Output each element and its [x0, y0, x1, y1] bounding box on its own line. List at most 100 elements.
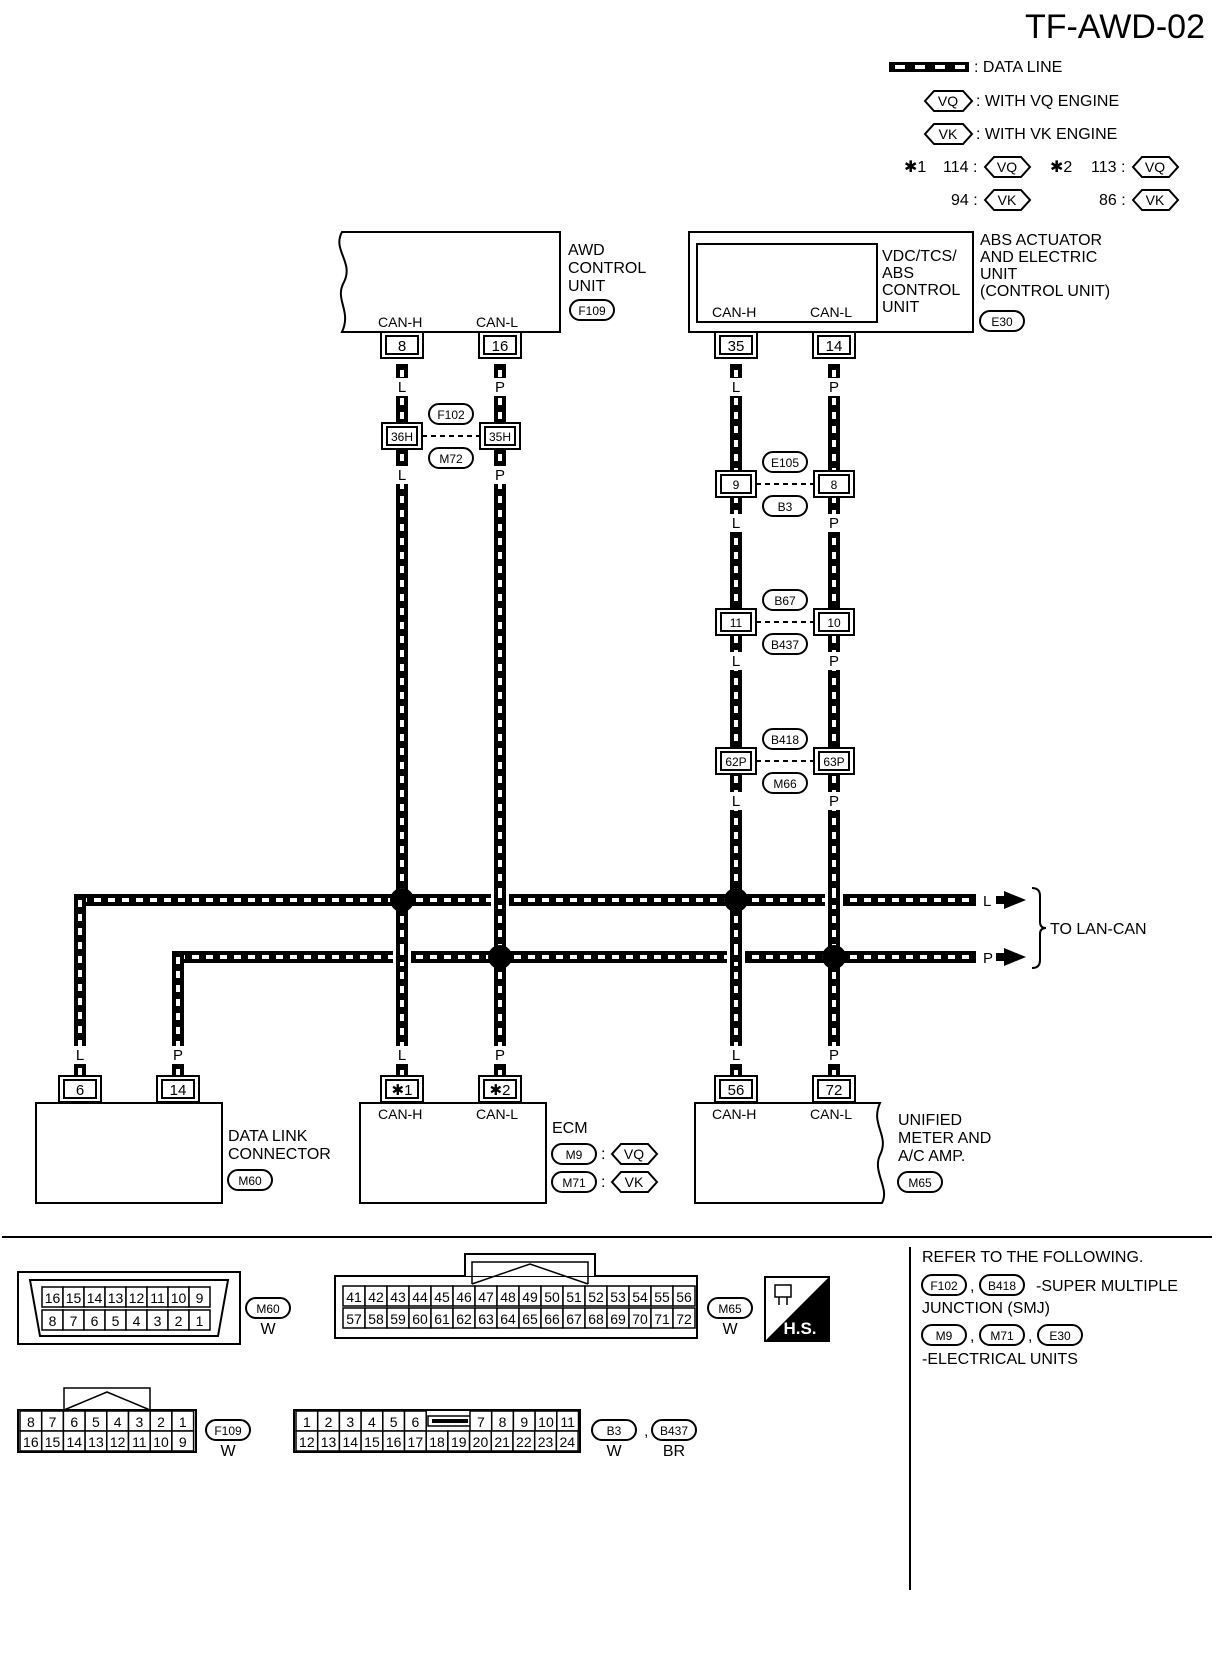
dlc-name-1: DATA LINK	[228, 1128, 308, 1145]
star2-vq-pin: 113 :	[1091, 159, 1125, 176]
wire-color-letter: L	[398, 467, 406, 484]
svg-text:10: 10	[538, 1414, 554, 1430]
svg-text:55: 55	[654, 1289, 670, 1305]
svg-text:14: 14	[342, 1434, 358, 1450]
svg-text:57: 57	[346, 1311, 362, 1327]
svg-text:66: 66	[544, 1311, 560, 1327]
svg-text:F109: F109	[214, 1424, 242, 1438]
svg-text:1: 1	[196, 1313, 204, 1329]
meter-connector-id: M65	[908, 1176, 932, 1190]
abs-pin-can-h: 35	[714, 331, 758, 359]
svg-text:6: 6	[70, 1414, 78, 1430]
awd-pin-can-l: 16	[478, 331, 522, 359]
meter-can-h-label: CAN-H	[712, 1106, 756, 1122]
svg-text:16: 16	[386, 1434, 402, 1450]
data-line-sample	[889, 62, 969, 72]
wire-color-letter: L	[732, 515, 740, 532]
refer-smj-2: JUNCTION (SMJ)	[922, 1300, 1050, 1317]
ecm-vk-tag: VK	[625, 1174, 644, 1190]
ecm-can-l-label: CAN-L	[476, 1106, 518, 1122]
svg-text:,: ,	[644, 1423, 648, 1440]
arrow-p-letter: P	[983, 950, 993, 967]
svg-text:46: 46	[456, 1289, 472, 1305]
svg-text:9: 9	[733, 478, 740, 492]
to-lan-can-label: TO LAN-CAN	[1050, 921, 1147, 938]
svg-text:11: 11	[150, 1290, 165, 1306]
awd-pin-can-h: 8	[380, 331, 424, 359]
svg-text:M66: M66	[773, 777, 797, 791]
arrow-l-icon	[996, 891, 1026, 909]
svg-text:61: 61	[434, 1311, 450, 1327]
svg-text:8: 8	[27, 1414, 35, 1430]
svg-text:49: 49	[522, 1289, 538, 1305]
abs-inner-3: CONTROL	[882, 282, 960, 299]
svg-text:15: 15	[66, 1290, 82, 1306]
svg-text:W: W	[606, 1443, 622, 1460]
ecm-pin-can-h: ✱1	[380, 1075, 424, 1103]
svg-text:5: 5	[92, 1414, 100, 1430]
abs-inner-2: ABS	[882, 265, 914, 282]
svg-text:14: 14	[170, 1082, 187, 1099]
awd-unit-name-3: UNIT	[568, 278, 606, 295]
svg-text:11: 11	[132, 1434, 147, 1450]
ecm-sep-vk: :	[601, 1174, 605, 1191]
svg-text:12: 12	[299, 1434, 315, 1450]
svg-text:35H: 35H	[489, 430, 511, 444]
harness-side-badge: H.S.	[764, 1276, 830, 1342]
refer-conn-e30: E30	[1049, 1329, 1071, 1343]
svg-text:35: 35	[728, 338, 745, 355]
wire-color-letter: P	[829, 515, 839, 532]
svg-text:20: 20	[473, 1434, 489, 1450]
wire-color-letter: L	[732, 793, 740, 810]
meter-name-1: UNIFIED	[898, 1112, 962, 1129]
svg-text:22: 22	[516, 1434, 532, 1450]
svg-text:6: 6	[76, 1082, 84, 1099]
svg-text:B3: B3	[778, 500, 793, 514]
splice-dot	[724, 888, 748, 912]
svg-text:54: 54	[632, 1289, 648, 1305]
connector-icon	[774, 1284, 792, 1298]
svg-text:23: 23	[538, 1434, 554, 1450]
svg-text:53: 53	[610, 1289, 626, 1305]
svg-text:43: 43	[390, 1289, 406, 1305]
refer-conn-b418: B418	[988, 1279, 1016, 1293]
svg-text:16: 16	[45, 1290, 61, 1306]
svg-text:✱1: ✱1	[392, 1082, 413, 1099]
dlc-name-2: CONNECTOR	[228, 1146, 331, 1163]
svg-text:63P: 63P	[823, 755, 844, 769]
star2-vk-tag: VK	[1131, 189, 1180, 211]
svg-text:45: 45	[434, 1289, 450, 1305]
svg-text:63: 63	[478, 1311, 494, 1327]
star1-vq-pin: 114 :	[943, 159, 977, 176]
refer-comma-2: ,	[970, 1328, 974, 1345]
awd-unit-name-1: AWD	[568, 242, 605, 259]
svg-text:8: 8	[398, 338, 406, 355]
wire-color-letter: L	[398, 379, 406, 396]
wire-color-letter: P	[173, 1047, 183, 1064]
svg-text:14: 14	[87, 1290, 103, 1306]
splice-dot	[822, 945, 846, 969]
svg-text:✱2: ✱2	[490, 1082, 511, 1099]
abs-connector-id: E30	[991, 315, 1013, 329]
wire-color-letter: P	[495, 379, 505, 396]
svg-text:F102: F102	[437, 408, 465, 422]
svg-text:9: 9	[179, 1434, 187, 1450]
svg-text:W: W	[260, 1321, 276, 1338]
svg-text:7: 7	[70, 1313, 78, 1329]
star2-vq-tag: VQ	[1131, 156, 1180, 178]
data-link-connector: DATA LINK CONNECTOR M60	[35, 1102, 331, 1204]
svg-text:E105: E105	[771, 456, 799, 470]
svg-text:B418: B418	[771, 733, 799, 747]
svg-text:9: 9	[520, 1414, 528, 1430]
svg-text:48: 48	[500, 1289, 516, 1305]
dlc-pin-can-h: 6	[58, 1075, 102, 1103]
svg-text:11: 11	[730, 616, 743, 630]
awd-can-l-label: CAN-L	[476, 314, 518, 330]
svg-text:71: 71	[654, 1311, 670, 1327]
svg-text:2: 2	[175, 1313, 183, 1329]
